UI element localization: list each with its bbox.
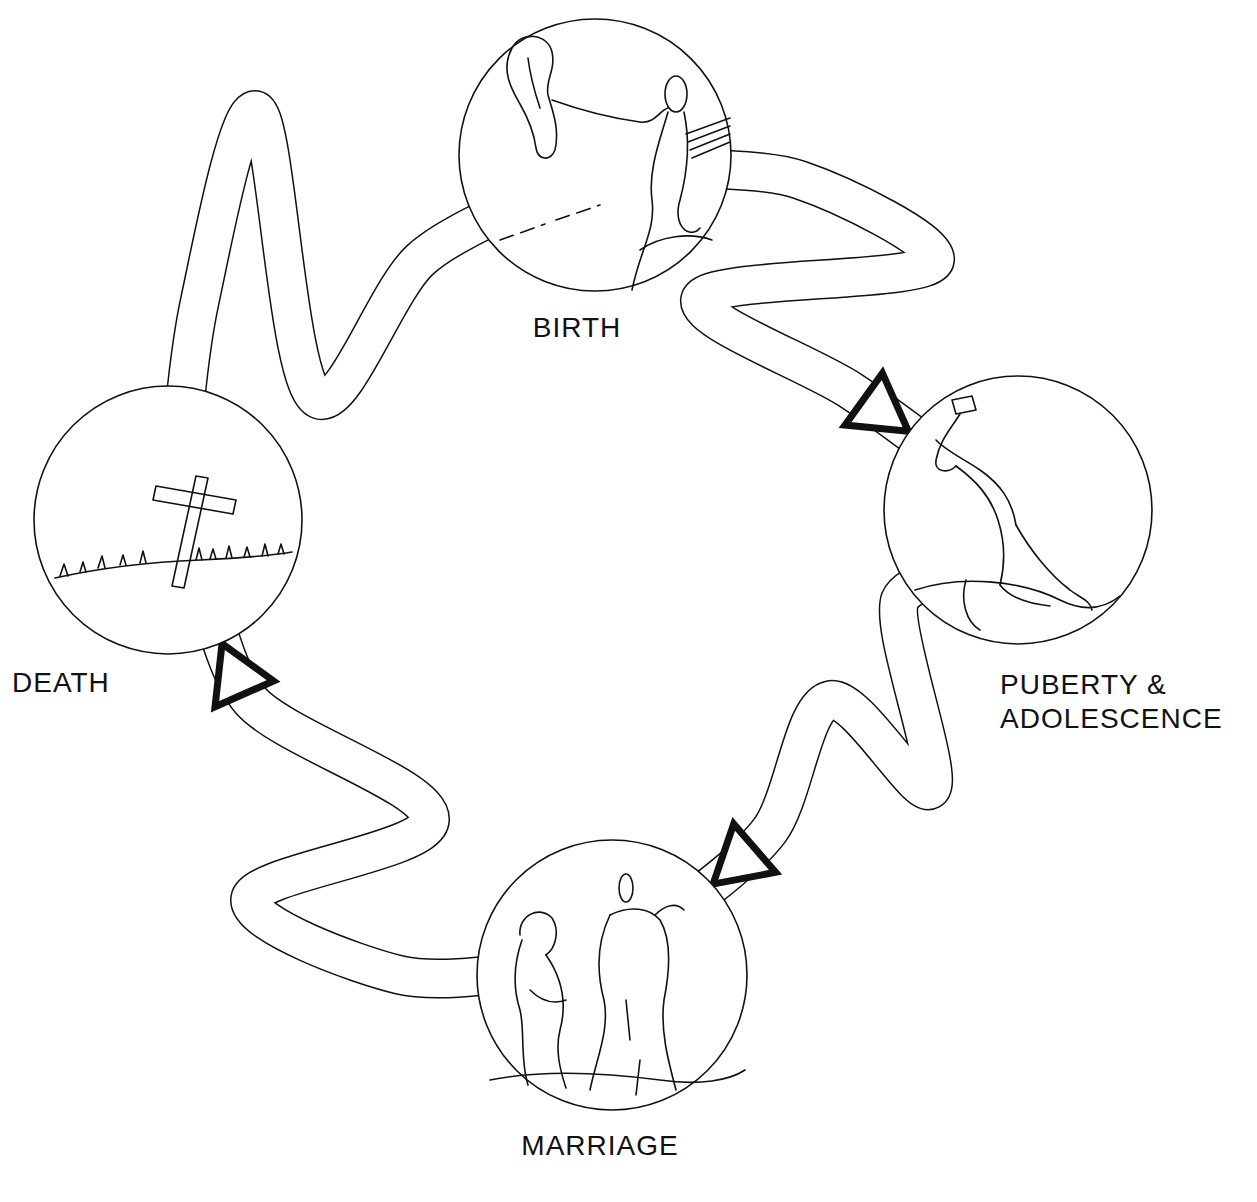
band-outline bbox=[218, 629, 491, 978]
circle-outline bbox=[458, 18, 732, 292]
stage-label: PUBERTY & ADOLESCENCE bbox=[1000, 668, 1236, 735]
wavy-band-connector bbox=[700, 170, 935, 440]
stage-label: DEATH bbox=[12, 666, 172, 700]
circle-outline bbox=[33, 385, 303, 655]
band-fill bbox=[700, 170, 935, 440]
stage-label: BIRTH bbox=[477, 311, 677, 345]
wavy-band-connector bbox=[215, 629, 491, 978]
circle-border bbox=[884, 376, 1152, 644]
life-stage-circle: DEATH bbox=[33, 385, 303, 655]
band-fill bbox=[701, 583, 933, 893]
circle-outline bbox=[883, 375, 1153, 645]
circle-border bbox=[477, 840, 747, 1110]
circle-border bbox=[34, 386, 302, 654]
band-outline bbox=[700, 170, 935, 440]
band-outline bbox=[185, 110, 490, 401]
circle-border bbox=[459, 19, 731, 291]
marriage-illustration bbox=[490, 874, 745, 1095]
circle-outline bbox=[476, 839, 748, 1111]
puberty-illustration bbox=[915, 396, 1120, 630]
stage-label: MARRIAGE bbox=[450, 1129, 750, 1163]
wavy-band-connector bbox=[185, 110, 490, 401]
life-stage-circle: MARRIAGE bbox=[476, 839, 748, 1111]
band-outline bbox=[701, 583, 933, 893]
birth-illustration bbox=[500, 36, 730, 290]
arrow-head bbox=[845, 373, 908, 431]
death-illustration bbox=[55, 476, 292, 588]
life-stage-circle: BIRTH bbox=[458, 18, 732, 292]
band-fill bbox=[218, 629, 491, 978]
wavy-band-connector bbox=[701, 583, 933, 893]
band-fill bbox=[185, 110, 490, 401]
arrow-head bbox=[215, 644, 274, 707]
arrow-head bbox=[713, 824, 776, 884]
life-stage-circle: PUBERTY & ADOLESCENCE bbox=[883, 375, 1153, 645]
